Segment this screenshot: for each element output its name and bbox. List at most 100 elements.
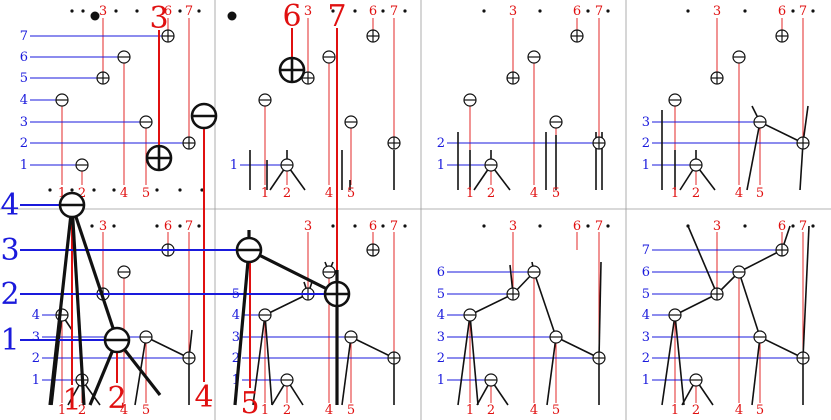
blue-label-1: 1 bbox=[437, 158, 445, 173]
red-label-5: 5 bbox=[347, 403, 355, 418]
tree-edge bbox=[264, 314, 273, 406]
red-label-1: 1 bbox=[261, 403, 269, 418]
red-label-6: 6 bbox=[778, 4, 786, 19]
endpoint-dot bbox=[353, 224, 357, 228]
overlay-blue-label-4: 4 bbox=[0, 188, 19, 223]
tree-edge bbox=[751, 336, 761, 406]
red-label-1: 1 bbox=[671, 186, 679, 201]
overlay-red-label-6: 6 bbox=[282, 0, 301, 34]
blue-label-3: 3 bbox=[642, 115, 650, 130]
tree-edge bbox=[674, 314, 685, 406]
red-label-7: 7 bbox=[799, 4, 807, 19]
red-label-7: 7 bbox=[799, 219, 807, 234]
blue-label-5: 5 bbox=[20, 71, 28, 86]
red-label-5: 5 bbox=[347, 186, 355, 201]
blue-label-4: 4 bbox=[232, 308, 240, 323]
red-label-2: 2 bbox=[78, 186, 86, 201]
red-label-5: 5 bbox=[552, 186, 560, 201]
blue-label-1: 1 bbox=[20, 158, 28, 173]
endpoint-dot bbox=[686, 9, 690, 13]
red-label-2: 2 bbox=[78, 403, 86, 418]
blue-label-3: 3 bbox=[232, 330, 240, 345]
red-label-1: 1 bbox=[58, 186, 66, 201]
blue-label-3: 3 bbox=[437, 330, 445, 345]
overlay-red-label-7: 7 bbox=[327, 0, 346, 34]
endpoint-dot bbox=[81, 9, 85, 13]
blue-label-1: 1 bbox=[437, 373, 445, 388]
red-label-6: 6 bbox=[573, 4, 581, 19]
endpoint-dot bbox=[200, 188, 204, 192]
red-label-3: 3 bbox=[99, 4, 107, 19]
endpoint-dot bbox=[331, 224, 335, 228]
red-label-3: 3 bbox=[713, 219, 721, 234]
tree-edge bbox=[555, 336, 600, 359]
red-label-6: 6 bbox=[369, 219, 377, 234]
endpoint-dot bbox=[586, 224, 590, 228]
endpoint-dot bbox=[70, 9, 74, 13]
blue-label-2: 2 bbox=[232, 351, 240, 366]
blue-label-4: 4 bbox=[642, 308, 650, 323]
red-label-1: 1 bbox=[671, 403, 679, 418]
blue-label-1: 1 bbox=[642, 373, 650, 388]
tree-edge bbox=[802, 225, 810, 359]
red-label-3: 3 bbox=[509, 4, 517, 19]
endpoint-dot bbox=[155, 188, 159, 192]
red-label-2: 2 bbox=[283, 186, 291, 201]
blue-label-2: 2 bbox=[437, 351, 445, 366]
blue-label-7: 7 bbox=[20, 29, 28, 44]
endpoint-dot bbox=[482, 9, 486, 13]
overlay-blue-label-2: 2 bbox=[0, 277, 19, 312]
endpoint-dot bbox=[178, 188, 182, 192]
endpoint-dot-large bbox=[90, 11, 100, 21]
red-label-7: 7 bbox=[390, 4, 398, 19]
red-label-4: 4 bbox=[530, 186, 538, 201]
endpoint-dot bbox=[606, 9, 610, 13]
red-label-1: 1 bbox=[466, 403, 474, 418]
endpoint-dot bbox=[606, 224, 610, 228]
endpoint-dot bbox=[791, 224, 795, 228]
red-label-4: 4 bbox=[735, 403, 743, 418]
red-label-7: 7 bbox=[185, 219, 193, 234]
endpoint-dot bbox=[686, 224, 690, 228]
red-label-4: 4 bbox=[530, 403, 538, 418]
tree-edge bbox=[469, 293, 514, 316]
tree-edge bbox=[264, 293, 309, 316]
endpoint-dot bbox=[331, 9, 335, 13]
tree-edge bbox=[759, 336, 804, 359]
tree-edge bbox=[51, 314, 63, 406]
endpoint-dot bbox=[178, 224, 182, 228]
tree-edge bbox=[598, 261, 602, 359]
red-label-6: 6 bbox=[369, 4, 377, 19]
blue-label-4: 4 bbox=[20, 93, 28, 108]
red-label-4: 4 bbox=[735, 186, 743, 201]
red-label-7: 7 bbox=[185, 4, 193, 19]
overlay-red-label-4: 4 bbox=[194, 380, 213, 415]
red-label-6: 6 bbox=[778, 219, 786, 234]
overlay-red-label-1: 1 bbox=[62, 383, 81, 418]
endpoint-dot bbox=[135, 9, 139, 13]
overlay-tree-edge bbox=[48, 204, 74, 406]
red-label-4: 4 bbox=[325, 403, 333, 418]
endpoint-dot bbox=[586, 9, 590, 13]
tree-edge bbox=[469, 314, 479, 406]
red-label-2: 2 bbox=[487, 403, 495, 418]
overlay-blue-label-3: 3 bbox=[0, 233, 19, 268]
endpoint-dot bbox=[197, 224, 201, 228]
overlay-tree-edge bbox=[248, 248, 338, 296]
blue-label-1: 1 bbox=[642, 158, 650, 173]
tree-edge bbox=[738, 271, 761, 338]
red-label-5: 5 bbox=[142, 403, 150, 418]
blue-label-6: 6 bbox=[20, 50, 28, 65]
red-label-7: 7 bbox=[595, 219, 603, 234]
red-label-7: 7 bbox=[390, 219, 398, 234]
endpoint-dot bbox=[90, 224, 94, 228]
overlay-red-label-5: 5 bbox=[240, 386, 259, 420]
blue-label-6: 6 bbox=[437, 265, 445, 280]
red-label-7: 7 bbox=[595, 4, 603, 19]
